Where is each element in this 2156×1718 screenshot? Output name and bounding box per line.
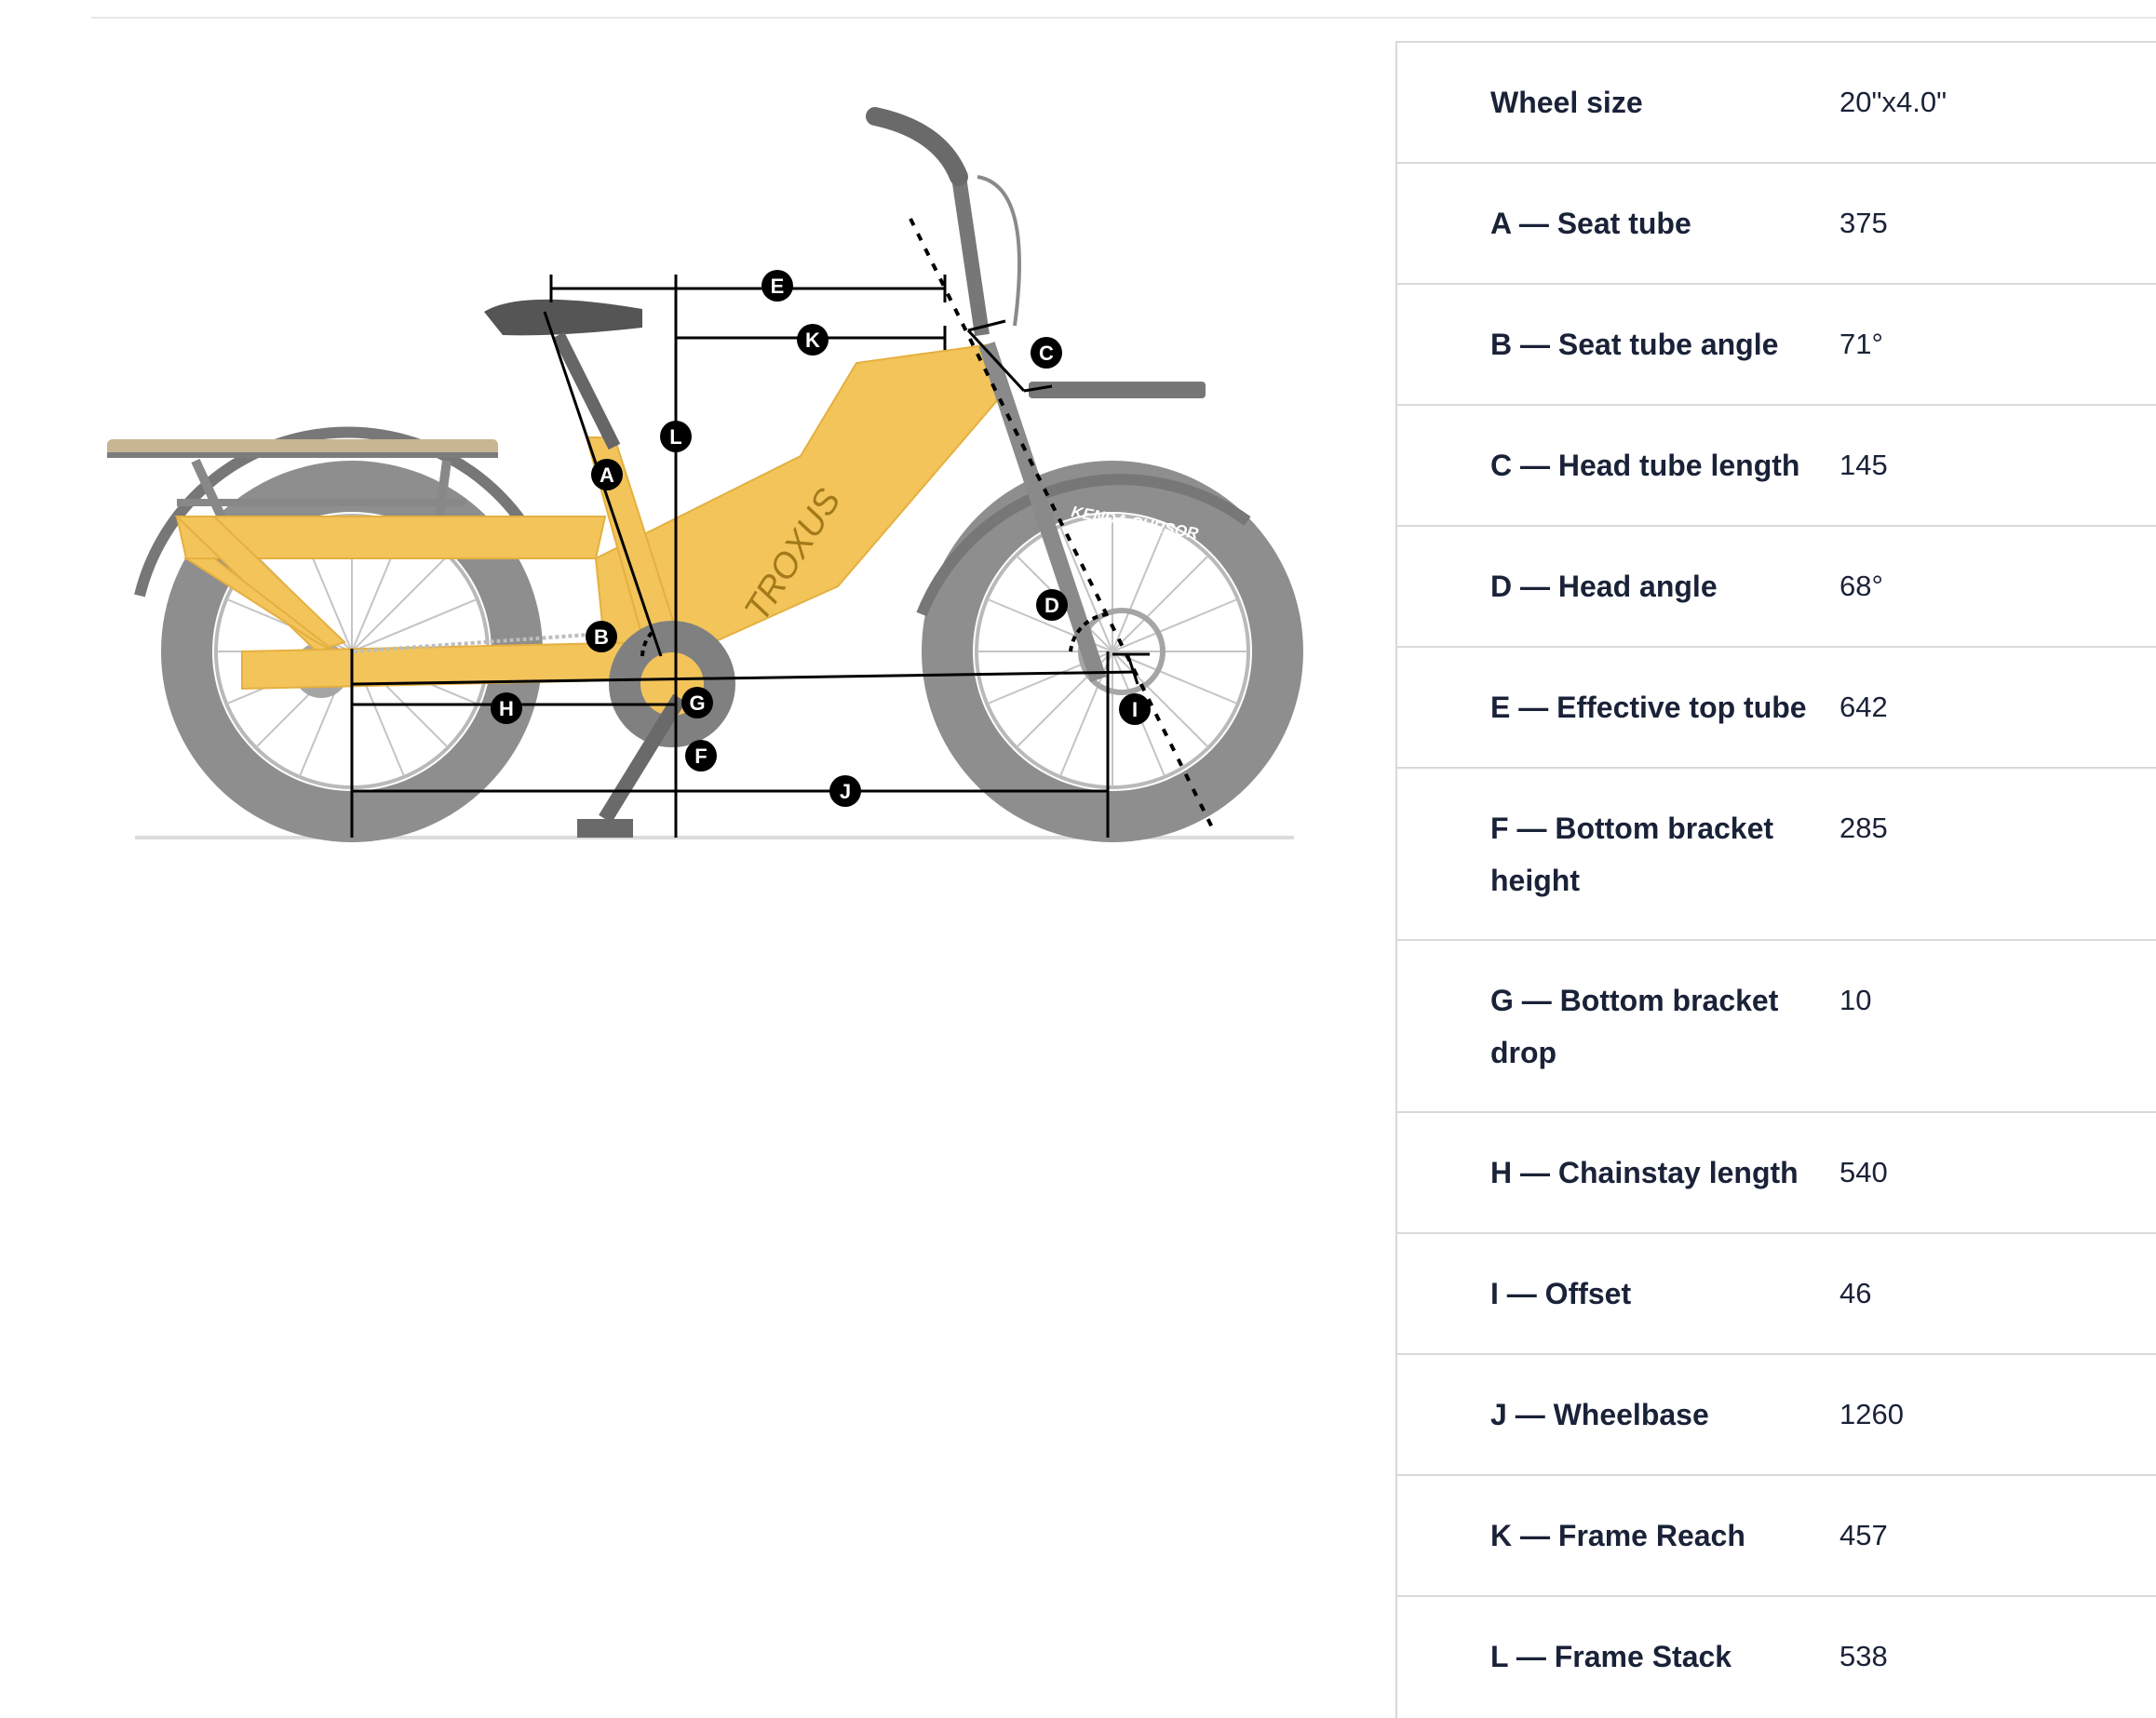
table-row: J — Wheelbase 1260 (1397, 1355, 2156, 1476)
row-value: 375 (1839, 207, 1888, 239)
table-row: K — Frame Reach 457 (1397, 1476, 2156, 1597)
steering-axis (909, 218, 1217, 834)
svg-text:H: H (499, 697, 514, 720)
marker-j: J (829, 775, 861, 807)
marker-l: L (660, 421, 692, 452)
marker-a: A (591, 459, 623, 490)
marker-k: K (797, 324, 829, 356)
svg-text:I: I (1132, 698, 1138, 721)
table-row: E — Effective top tube 642 (1397, 648, 2156, 769)
marker-d: D (1036, 589, 1068, 621)
row-label: D — Head angle (1490, 570, 1718, 603)
rear-rack (107, 439, 498, 531)
table-row: G — Bottom bracket drop 10 (1397, 941, 2156, 1113)
row-label: Wheel size (1490, 86, 1643, 119)
row-value: 540 (1839, 1156, 1888, 1188)
marker-g: G (681, 687, 713, 718)
row-label: K — Frame Reach (1490, 1519, 1745, 1552)
row-label: A — Seat tube (1490, 207, 1691, 240)
marker-c: C (1031, 337, 1062, 369)
svg-text:A: A (600, 463, 614, 487)
row-value: 145 (1839, 449, 1888, 481)
row-value: 68° (1839, 570, 1883, 602)
front-fender (916, 474, 1251, 617)
row-label: B — Seat tube angle (1490, 328, 1779, 361)
table-row: D — Head angle 68° (1397, 527, 2156, 648)
rear-fender (134, 426, 526, 597)
row-label: I — Offset (1490, 1277, 1632, 1310)
geometry-table: Wheel size 20"x4.0" A — Seat tube 375 B … (1395, 41, 2156, 1718)
row-label: F — Bottom bracket height (1490, 812, 1774, 897)
row-value: 538 (1839, 1640, 1888, 1672)
row-value: 10 (1839, 984, 1872, 1016)
row-value: 1260 (1839, 1398, 1904, 1430)
table-row: Wheel size 20"x4.0" (1397, 43, 2156, 164)
svg-text:E: E (771, 275, 785, 298)
chain (353, 631, 615, 653)
svg-text:J: J (840, 780, 851, 803)
row-label: H — Chainstay length (1490, 1156, 1799, 1189)
svg-text:F: F (694, 745, 707, 768)
row-value: 46 (1839, 1277, 1872, 1309)
table-row: F — Bottom bracket height 285 (1397, 769, 2156, 941)
seat-angle-arc (640, 631, 654, 657)
front-wheel (922, 461, 1303, 842)
marker-f: F (685, 740, 717, 772)
table-row: B — Seat tube angle 71° (1397, 285, 2156, 406)
top-divider (91, 17, 2156, 19)
saddle (484, 299, 642, 450)
marker-h: H (491, 692, 522, 724)
svg-text:K: K (805, 329, 820, 352)
bike-geometry-diagram: KENDA CURSOR TROXUS (0, 0, 1378, 893)
table-row: I — Offset 46 (1397, 1234, 2156, 1355)
svg-text:C: C (1039, 342, 1054, 365)
marker-e: E (761, 270, 793, 302)
row-value: 457 (1839, 1519, 1888, 1551)
row-value: 642 (1839, 691, 1888, 723)
row-value: 285 (1839, 812, 1888, 844)
fork-and-handlebar (866, 107, 1206, 682)
table-row: C — Head tube length 145 (1397, 406, 2156, 527)
row-value: 20"x4.0" (1839, 86, 1947, 118)
svg-text:G: G (689, 691, 705, 715)
marker-b: B (586, 621, 617, 652)
row-label: J — Wheelbase (1490, 1398, 1709, 1431)
table-row: H — Chainstay length 540 (1397, 1113, 2156, 1234)
svg-text:D: D (1044, 594, 1059, 617)
row-label: E — Effective top tube (1490, 691, 1807, 724)
svg-text:L: L (669, 425, 681, 449)
row-label: C — Head tube length (1490, 449, 1800, 482)
row-label: G — Bottom bracket drop (1490, 984, 1779, 1069)
svg-text:B: B (594, 625, 609, 649)
row-value: 71° (1839, 328, 1883, 360)
bike-frame (174, 342, 1007, 691)
marker-i: I (1119, 693, 1151, 725)
table-row: L — Frame Stack 538 (1397, 1597, 2156, 1718)
row-label: L — Frame Stack (1490, 1640, 1732, 1673)
table-row: A — Seat tube 375 (1397, 164, 2156, 285)
